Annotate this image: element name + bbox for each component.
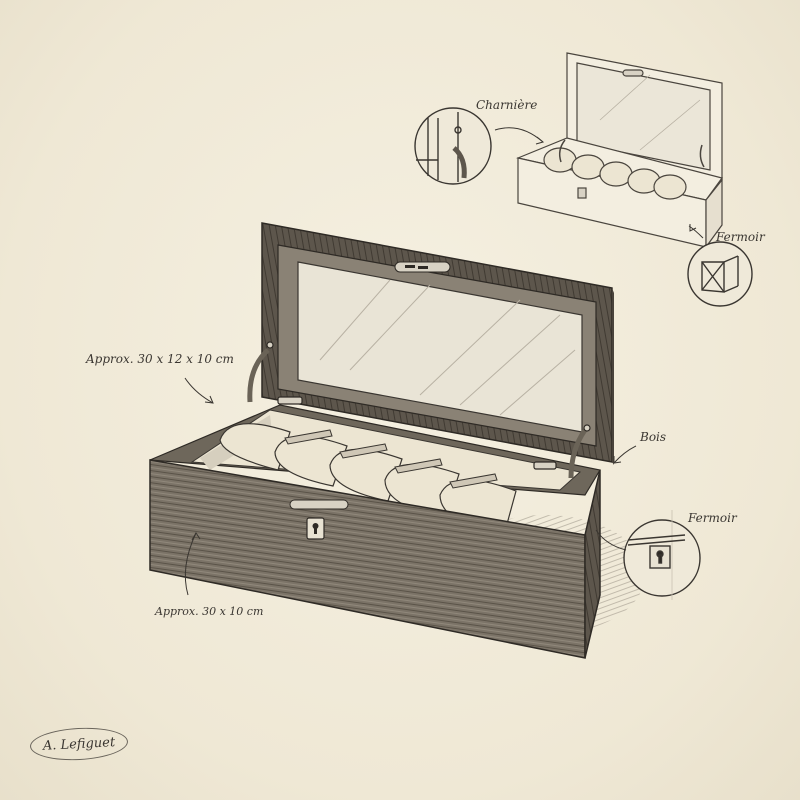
label-wood: Bois: [640, 430, 667, 444]
glass-reflection-lines: [319, 279, 576, 416]
small-box-sketch: [516, 52, 724, 249]
label-front-dimensions: Approx. 30 x 10 cm: [155, 605, 264, 618]
hinge-detail-circle: [414, 107, 545, 185]
front-clasp-plate: [289, 499, 349, 510]
hinges: [247, 341, 591, 479]
annotation-arrows: [184, 377, 637, 596]
signature-text: A. Lefiguet: [42, 734, 116, 754]
label-clasp-top: Fermoir: [716, 230, 765, 244]
clasp-detail-circle-main: [595, 510, 701, 600]
label-hinge: Charnière: [476, 98, 538, 112]
main-box-sketch: [149, 222, 645, 659]
label-clasp-main: Fermoir: [688, 511, 737, 525]
clasp-detail-circle-top: [687, 224, 753, 307]
label-outer-dimensions: Approx. 30 x 12 x 10 cm: [86, 352, 234, 366]
